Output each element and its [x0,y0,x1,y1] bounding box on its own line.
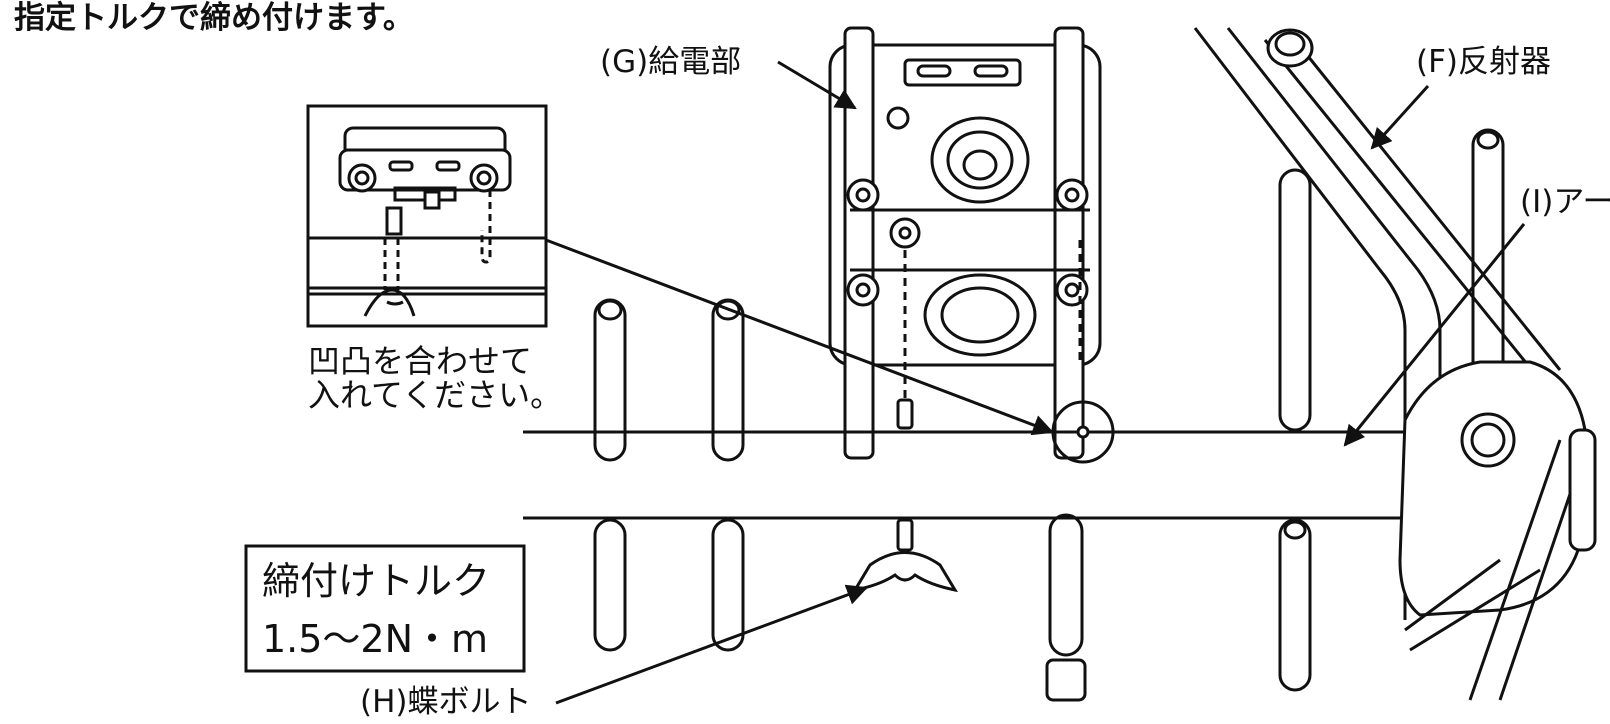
element-rod [1045,658,1087,702]
bolt-guides [903,240,1082,400]
label-feed-part: (G)給電部 [600,44,741,80]
inset-detail [306,104,548,328]
element-rod [1278,168,1312,432]
element-rod [1048,513,1084,657]
label-reflector: (F)反射器 [1416,44,1551,80]
inset-dashes [383,190,492,290]
element-rod [593,518,627,652]
label-wing-bolt: (H)蝶ボルト [360,684,532,720]
inset-note-line2: 入れてください。 [308,376,562,414]
element-rod [593,298,627,462]
label-arm: (I)アー [1520,184,1610,220]
element-rod [711,298,745,462]
boom-arm [523,430,1405,520]
element-rod [1278,518,1312,692]
torque-box [244,544,526,673]
feed-part-body [828,26,1102,460]
torque-value: 1.5〜2N・m [262,617,488,661]
wing-bolt [851,518,959,593]
inset-note-line1: 凹凸を合わせて [308,342,532,380]
instruction-text: 指定トルクで締め付けます。 [14,0,414,36]
boom-mount [1398,360,1597,701]
element-rod [711,518,745,652]
torque-label: 締付けトルク [262,559,490,603]
